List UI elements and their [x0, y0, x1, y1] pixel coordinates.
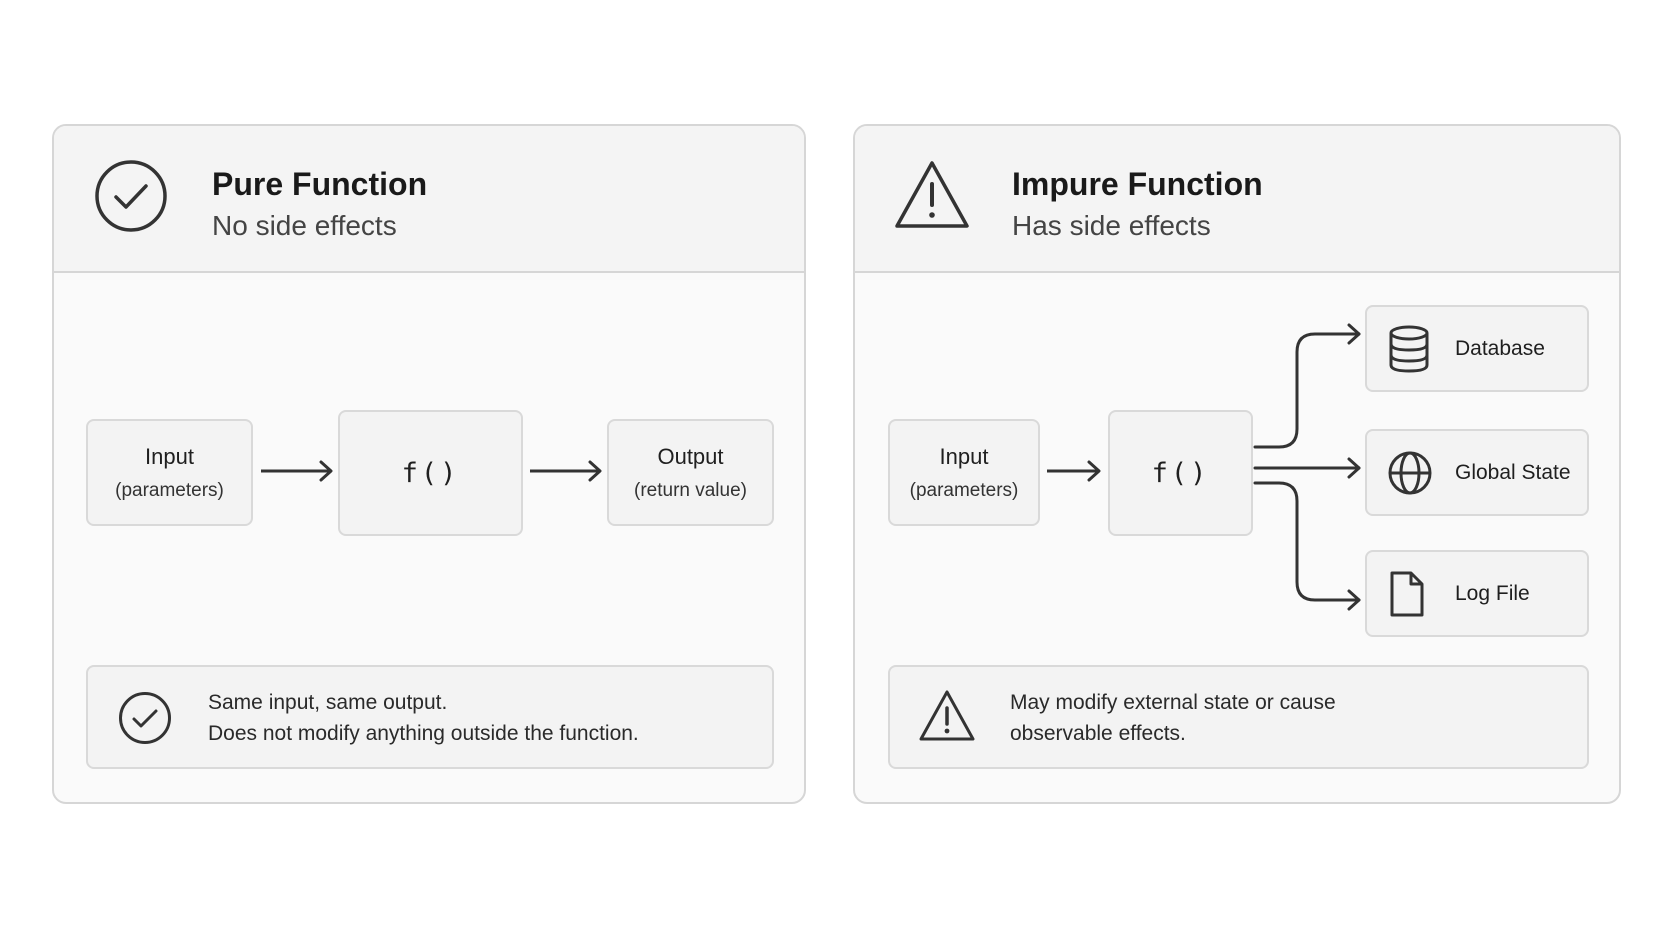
function-node: f(): [338, 410, 523, 536]
panel-subtitle: Has side effects: [1012, 210, 1211, 241]
check-circle-icon: [118, 691, 172, 745]
input-to-function-arrow: [1047, 460, 1101, 482]
panel-subtitle: No side effects: [212, 210, 397, 241]
pure-function-header: Pure Function No side effects: [54, 126, 804, 273]
input-to-function-arrow: [261, 460, 333, 482]
check-circle-icon: [94, 159, 168, 233]
function-label: f(): [401, 457, 460, 489]
arrow-to-log-file: [1253, 481, 1361, 611]
side-effect-label: Global State: [1455, 460, 1571, 484]
input-label: Input: [145, 443, 194, 469]
input-node: Input (parameters): [86, 419, 253, 526]
input-label: Input: [939, 443, 989, 469]
impure-note-box: May modify external state or cause obser…: [888, 665, 1589, 769]
note-line-1: Same input, same output.: [208, 691, 448, 714]
globe-icon: [1387, 450, 1433, 496]
impure-function-panel: Impure Function Has side effects Input (…: [853, 124, 1621, 804]
side-effect-label: Log File: [1455, 581, 1530, 605]
warning-triangle-icon: [893, 159, 971, 231]
warning-triangle-icon: [918, 689, 976, 743]
input-node: Input (parameters): [888, 419, 1040, 526]
file-icon: [1387, 570, 1427, 618]
arrow-to-database: [1253, 323, 1361, 449]
side-effect-label: Database: [1455, 336, 1545, 360]
note-line-2: observable effects.: [1010, 722, 1186, 745]
input-sublabel: (parameters): [115, 479, 224, 501]
input-sublabel: (parameters): [909, 479, 1019, 501]
panel-title: Pure Function: [212, 166, 428, 202]
global-state-node: Global State: [1365, 429, 1589, 516]
impure-function-header: Impure Function Has side effects: [855, 126, 1619, 273]
pure-function-panel: Pure Function No side effects Input (par…: [52, 124, 806, 804]
database-node: Database: [1365, 305, 1589, 392]
log-file-node: Log File: [1365, 550, 1589, 637]
database-icon: [1387, 325, 1431, 373]
panel-title: Impure Function: [1012, 166, 1263, 202]
output-sublabel: (return value): [634, 479, 747, 501]
pure-note-box: Same input, same output. Does not modify…: [86, 665, 774, 769]
note-line-2: Does not modify anything outside the fun…: [208, 722, 639, 745]
side-effect-arrows: [1253, 323, 1361, 611]
function-label: f(): [1151, 457, 1210, 489]
note-line-1: May modify external state or cause: [1010, 691, 1336, 714]
output-node: Output (return value): [607, 419, 774, 526]
output-label: Output: [657, 443, 724, 469]
function-to-output-arrow: [530, 460, 602, 482]
function-node: f(): [1108, 410, 1253, 536]
arrow-to-global-state: [1253, 457, 1361, 479]
